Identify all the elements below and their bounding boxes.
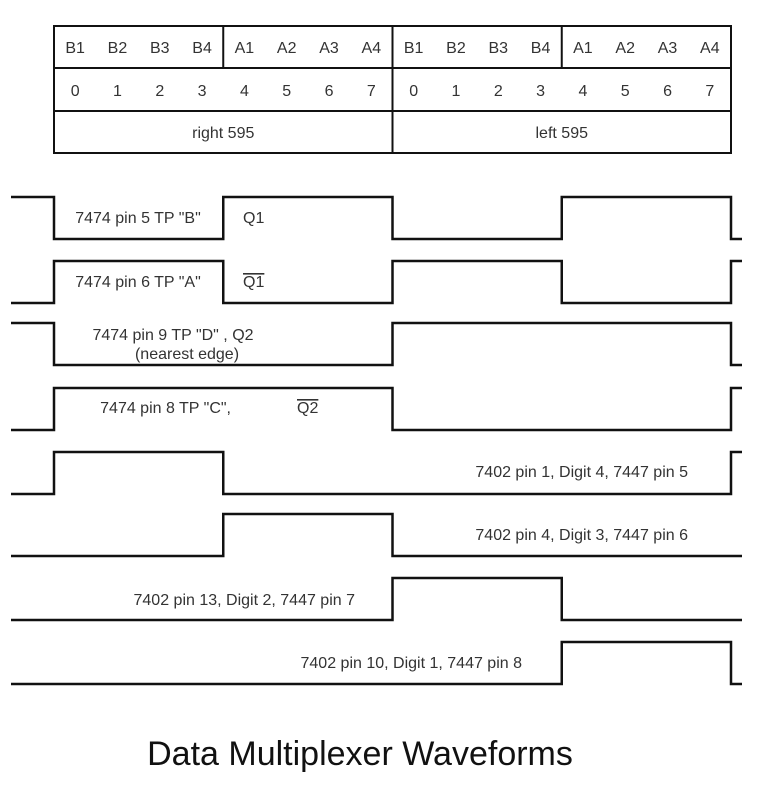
slot-number: 7 <box>705 83 714 100</box>
slot-number: 4 <box>578 83 587 100</box>
group-label: right 595 <box>192 125 254 142</box>
slot-label: A3 <box>658 40 678 57</box>
signal-trace: 7402 pin 10, Digit 1, 7447 pin 8 <box>11 640 742 686</box>
signal-trace: 7474 pin 6 TP "A" Q1 <box>11 259 742 305</box>
signal-trace: 7474 pin 9 TP "D" , Q2 (nearest edge) <box>11 321 742 367</box>
waveform-line <box>11 512 742 558</box>
slot-number: 2 <box>155 83 164 100</box>
signal-trace: 7402 pin 1, Digit 4, 7447 pin 5 <box>11 450 742 496</box>
slot-label: B1 <box>404 40 424 57</box>
signal-label: 7402 pin 10, Digit 1, 7447 pin 8 <box>301 655 523 672</box>
slot-label: B3 <box>150 40 170 57</box>
inverted-output-label: Q2 <box>297 400 318 417</box>
slot-number: 0 <box>409 83 418 100</box>
waveform-line <box>11 195 742 241</box>
slot-number: 5 <box>282 83 291 100</box>
waveform-line <box>11 321 742 367</box>
timing-table: B1 B2 B3 B4 A1 A2 A3 A4 B1 B2 B3 B4 A1 A2 A3 A4 0 1 2 3 4 5 6 7… <box>53 25 732 154</box>
slot-number: 7 <box>367 83 376 100</box>
signal-label: 7474 pin 5 TP "B" <box>75 210 201 227</box>
slot-number: 1 <box>452 83 461 100</box>
slot-label: A1 <box>573 40 593 57</box>
signal-label: 7474 pin 8 TP "C", <box>100 400 231 417</box>
slot-number: 2 <box>494 83 503 100</box>
signal-sublabel: Q1 <box>243 210 264 227</box>
slot-label: A3 <box>319 40 339 57</box>
signal-trace: 7402 pin 4, Digit 3, 7447 pin 6 <box>11 512 742 558</box>
signal-label: 7402 pin 13, Digit 2, 7447 pin 7 <box>134 592 356 609</box>
slot-label: B2 <box>446 40 466 57</box>
slot-number: 1 <box>113 83 122 100</box>
signal-trace: 7474 pin 8 TP "C", Q2 <box>11 386 742 432</box>
waveform-line <box>11 259 742 305</box>
slot-label: A1 <box>235 40 255 57</box>
slot-number: 5 <box>621 83 630 100</box>
slot-label: A2 <box>615 40 635 57</box>
signal-sublabel: (nearest edge) <box>135 346 239 363</box>
waveform-line <box>11 450 742 496</box>
slot-number: 0 <box>71 83 80 100</box>
slot-label: B1 <box>65 40 85 57</box>
signal-label: 7402 pin 4, Digit 3, 7447 pin 6 <box>475 527 688 544</box>
slot-number: 6 <box>325 83 334 100</box>
slot-label: A4 <box>700 40 720 57</box>
waveform-line <box>11 576 742 622</box>
slot-label: A2 <box>277 40 297 57</box>
waveform-line <box>11 640 742 686</box>
waveform-line <box>11 386 742 432</box>
signal-label: 7474 pin 9 TP "D" , Q2 <box>92 327 253 344</box>
slot-number: 3 <box>198 83 207 100</box>
inverted-output-label: Q1 <box>243 274 264 291</box>
slot-label: B3 <box>488 40 508 57</box>
group-label: left 595 <box>536 125 589 142</box>
slot-number: 4 <box>240 83 249 100</box>
slot-label: B4 <box>531 40 551 57</box>
signal-label: 7474 pin 6 TP "A" <box>75 274 201 291</box>
slot-number: 6 <box>663 83 672 100</box>
signal-trace: 7402 pin 13, Digit 2, 7447 pin 7 <box>11 576 742 622</box>
slot-label: B2 <box>108 40 128 57</box>
slot-label: A4 <box>362 40 382 57</box>
diagram-title: Data Multiplexer Waveforms <box>147 735 573 773</box>
slot-label: B4 <box>192 40 212 57</box>
slot-number: 3 <box>536 83 545 100</box>
signal-trace: 7474 pin 5 TP "B" Q1 <box>11 195 742 241</box>
signal-label: 7402 pin 1, Digit 4, 7447 pin 5 <box>475 464 688 481</box>
